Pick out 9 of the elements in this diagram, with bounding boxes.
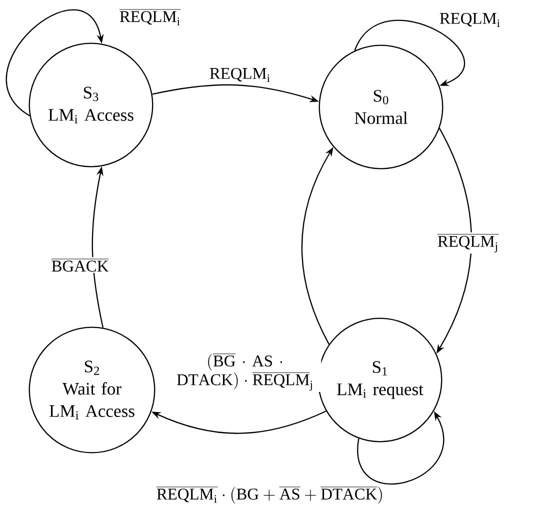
transition-arrow: [354, 20, 465, 86]
edge-label: $\overline{\mathrm{REQLM}_j}$: [436, 232, 500, 254]
transition-arrow: [6, 9, 104, 116]
edge-label: $\mathrm{REQLM}_i$: [438, 12, 502, 28]
edge-label: $(\overline{\mathrm{BG}}\cdot \mathrm{AS}\cdot \mathrm{DTACK})\cdot \overline{\mathrm{REQLM}}_j$: [168, 352, 322, 392]
edge-label: $\overline{\mathrm{BGACK}}$: [50, 257, 110, 273]
edge-label: $\overline{\mathrm{REQLM}_i}$: [118, 8, 182, 26]
edge-label: $\overline{\mathrm{REQLM}_i}\cdot (\mathrm{BG}+\overline{\mathrm{AS}}+\overline{\mathrm{DTACK}})$: [155, 485, 385, 505]
edge-label: $\mathrm{REQLM}_i$: [208, 66, 272, 84]
